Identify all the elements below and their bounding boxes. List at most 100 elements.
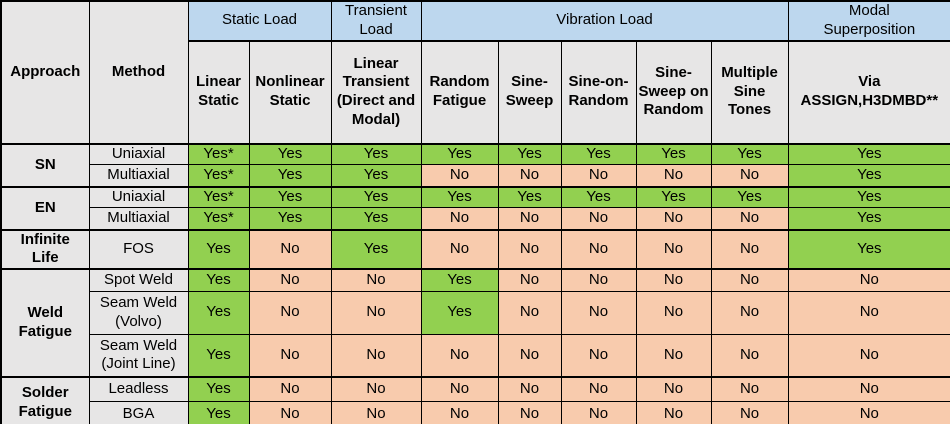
value-cell: Yes [420,290,499,335]
value-cell: No [560,164,637,187]
method-cell: Multiaxial [88,164,189,187]
value-cell: No [248,333,332,378]
value-cell: Yes [787,185,950,208]
value-cell: Yes [330,185,422,208]
group-header-modal-superposition-label: Modal Superposition [823,2,916,38]
value-cell: Yes [787,228,950,270]
load-group-header-row: Approach Method Static Load Transient Lo… [0,0,950,145]
value-cell: No [330,333,422,378]
value-cell: Yes [187,268,250,292]
value-cell: No [710,290,789,335]
group-header-vibration-load: Vibration Load [420,0,789,42]
method-cell: Uniaxial [88,142,189,165]
value-cell: No [420,164,499,187]
value-cell: Yes [635,185,712,208]
column-header-via-assign-h3dmbd: Via ASSIGN,H3DMBD** [787,40,950,145]
value-cell: Yes [248,164,332,187]
value-cell: No [710,228,789,270]
value-cell: No [330,290,422,335]
value-cell: No [330,376,422,402]
value-cell: No [710,333,789,378]
value-cell: Yes [330,164,422,187]
value-cell: No [635,400,712,424]
approach-cell: Weld Fatigue [0,268,90,378]
method-cell: Multiaxial [88,207,189,230]
value-cell: No [635,164,712,187]
value-cell: Yes [560,185,637,208]
method-cell: Uniaxial [88,185,189,208]
value-cell: Yes [330,142,422,165]
value-cell: Yes [787,164,950,187]
value-cell: Yes [420,142,499,165]
value-cell: No [710,207,789,230]
value-cell: Yes [187,376,250,402]
approach-column-header: Approach [0,0,90,145]
value-cell: Yes [187,400,250,424]
value-cell: No [330,268,422,292]
group-header-static-load: Static Load [187,0,332,42]
value-cell: No [497,207,562,230]
approach-label: EN [34,198,56,216]
value-cell: No [635,290,712,335]
method-column-header: Method [88,0,189,145]
value-cell: Yes [420,185,499,208]
value-cell: No [560,207,637,230]
value-cell: No [635,333,712,378]
approach-cell: Solder Fatigue [0,376,90,424]
value-cell: Yes [497,185,562,208]
column-header-sine-on-random: Sine-on-Random [560,40,637,145]
value-cell: No [560,400,637,424]
value-cell: Yes* [187,142,250,165]
method-cell: Leadless [88,376,189,402]
value-cell: Yes [710,185,789,208]
value-cell: No [497,376,562,402]
value-cell: No [787,376,950,402]
value-cell: No [710,376,789,402]
value-cell: No [787,268,950,292]
value-cell: No [420,228,499,270]
value-cell: No [248,400,332,424]
value-cell: No [248,376,332,402]
group-header-transient-load: Transient Load [330,0,422,42]
method-cell: Seam Weld (Volvo) [88,290,189,335]
value-cell: No [560,228,637,270]
approach-cell: Infinite Life [0,228,90,270]
method-cell: FOS [88,228,189,270]
value-cell: No [248,228,332,270]
value-cell: No [420,207,499,230]
value-cell: No [497,228,562,270]
value-cell: Yes* [187,207,250,230]
value-cell: No [787,400,950,424]
value-cell: Yes* [187,185,250,208]
column-header-sine-sweep-on-random: Sine-Sweep on Random [635,40,712,145]
value-cell: No [420,400,499,424]
value-cell: Yes [187,333,250,378]
value-cell: Yes [420,268,499,292]
value-cell: No [560,290,637,335]
value-cell: Yes [560,142,637,165]
value-cell: No [560,268,637,292]
value-cell: No [787,333,950,378]
approach-cell: EN [0,185,90,230]
approach-label: Weld Fatigue [18,304,72,340]
value-cell: Yes [187,290,250,335]
group-header-transient-load-label: Transient Load [345,2,407,38]
value-cell: No [635,376,712,402]
value-cell: Yes [497,142,562,165]
value-cell: No [497,400,562,424]
approach-label: Solder Fatigue [18,383,72,420]
approach-label: Infinite Life [20,230,70,267]
value-cell: Yes [187,228,250,270]
value-cell: No [635,207,712,230]
value-cell: No [497,290,562,335]
value-cell: No [248,268,332,292]
